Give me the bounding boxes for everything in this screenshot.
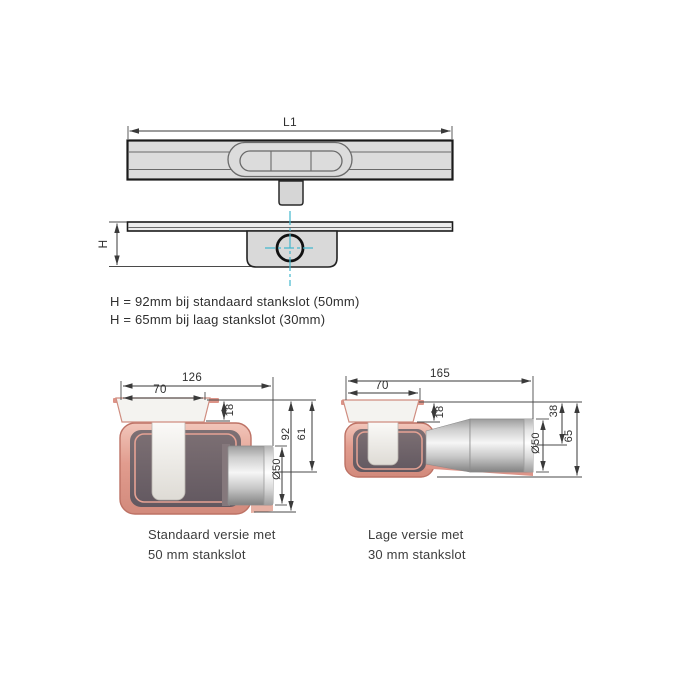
outlet-pipe-end-face <box>264 446 273 505</box>
caption-standard-line2: 50 mm stankslot <box>148 547 246 562</box>
dim-label-pipe-diameter-standard: Ø50 <box>271 458 283 480</box>
outlet-stub-top-view <box>278 180 304 206</box>
standard-version-section <box>113 377 317 515</box>
dim-label-L1: L1 <box>283 115 297 129</box>
dim-label-top-width-low: 70 <box>375 380 389 392</box>
caption-standard-line1: Standaard versie met <box>148 527 276 542</box>
dim-label-total-width-standard: 126 <box>181 372 203 384</box>
dim-label-total-height-low: 65 <box>563 429 575 443</box>
note-standard-height: H = 92mm bij standaard stankslot (50mm) <box>110 294 360 309</box>
outlet-pipe-end-face-low <box>524 419 533 472</box>
dim-label-pipe-diameter-low: Ø50 <box>530 432 542 454</box>
dim-label-total-width-low: 165 <box>429 368 451 380</box>
dim-label-total-height-standard: 92 <box>280 427 292 441</box>
trap-water-slot-low <box>367 421 399 466</box>
grate-inner-oval <box>239 150 343 172</box>
dim-label-outlet-center-standard: 61 <box>296 427 308 441</box>
low-version-section <box>341 376 582 478</box>
trap-water-slot <box>151 421 186 501</box>
dim-label-edge-height-standard: 18 <box>224 403 236 417</box>
note-low-height: H = 65mm bij laag stankslot (30mm) <box>110 312 326 327</box>
side-view-channel <box>109 211 454 286</box>
dim-label-outlet-center-low: 38 <box>548 404 560 418</box>
dim-label-top-width-standard: 70 <box>153 384 167 396</box>
pipe-under-rim <box>251 505 273 513</box>
caption-low-line1: Lage versie met <box>368 527 464 542</box>
outlet-pipe-low <box>469 418 534 473</box>
trap-flange-low <box>342 399 420 423</box>
dim-label-H: H <box>96 239 110 249</box>
caption-low-line2: 30 mm stankslot <box>368 547 466 562</box>
outlet-cone-low <box>425 418 471 473</box>
pipe-joint <box>222 444 230 506</box>
top-view-channel <box>126 126 454 206</box>
flange-lip-right <box>209 398 219 403</box>
dim-label-edge-height-low: 18 <box>434 405 446 419</box>
trap-flange <box>115 397 211 423</box>
